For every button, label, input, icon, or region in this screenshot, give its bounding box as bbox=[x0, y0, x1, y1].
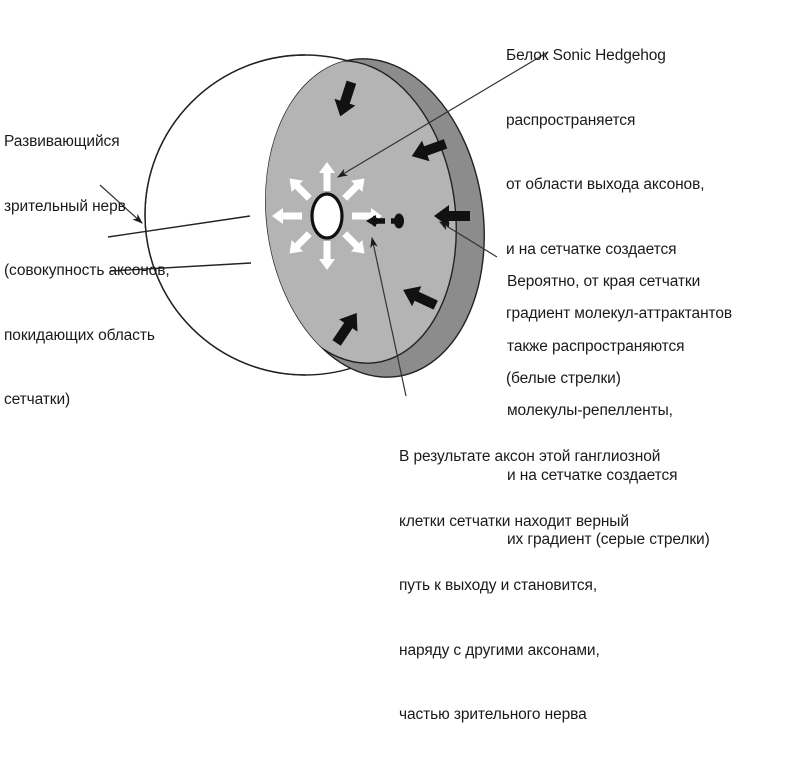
gray-repellent-arrows bbox=[332, 80, 470, 346]
ganglion-cell-body bbox=[394, 213, 404, 229]
shh-gradient-caption: Белок Sonic Hedgehog распространяется от… bbox=[506, 2, 732, 432]
caption-line: Развивающийся bbox=[4, 133, 120, 150]
white-arrow-up-left bbox=[289, 178, 312, 201]
caption-line: покидающих область bbox=[4, 326, 155, 344]
caption-line: путь к выходу и становится, bbox=[399, 577, 598, 594]
caption-line: и на сетчатке создается bbox=[507, 466, 678, 484]
caption-line: градиент молекул-аттрактантов bbox=[506, 305, 733, 322]
caption-line: распространяется bbox=[506, 111, 636, 129]
caption-line: также распространяются bbox=[507, 337, 685, 355]
gray-arrow-upper-right bbox=[411, 139, 448, 162]
leader-optic-nerve bbox=[99, 184, 143, 224]
axon-pathfinding-caption: В результате аксон этой ганглиозной клет… bbox=[399, 403, 660, 769]
white-arrow-down-right bbox=[342, 231, 365, 254]
caption-line: клетки сетчатки находит верный bbox=[399, 512, 629, 530]
caption-line: сетчатки) bbox=[4, 391, 71, 408]
caption-line: Белок Sonic Hedgehog bbox=[506, 47, 666, 64]
eye-diagram bbox=[99, 51, 549, 397]
optic-disc bbox=[310, 192, 344, 240]
white-arrow-left bbox=[272, 208, 302, 224]
white-arrow-down-left bbox=[289, 231, 312, 254]
white-arrow-up-right bbox=[342, 178, 365, 201]
leader-result bbox=[370, 236, 407, 397]
figure-canvas: Белок Sonic Hedgehog распространяется от… bbox=[4, 2, 732, 723]
caption-line: зрительный нерв bbox=[4, 197, 126, 215]
optic-nerve-lines bbox=[107, 215, 252, 272]
caption-line: (белые стрелки) bbox=[506, 369, 621, 387]
caption-line: молекулы-репелленты, bbox=[507, 402, 673, 419]
gray-arrow-top bbox=[334, 80, 357, 117]
caption-line: от области выхода аксонов, bbox=[506, 176, 705, 193]
gray-arrow-bottom-left bbox=[332, 313, 358, 346]
leader-repellents bbox=[438, 221, 498, 258]
caption-line: Вероятно, от края сетчатки bbox=[507, 273, 701, 290]
leader-lines bbox=[99, 51, 549, 397]
optic-nerve-caption: Развивающийся зрительный нерв (совокупно… bbox=[4, 88, 170, 454]
eye-sphere-front-arc bbox=[144, 54, 306, 376]
caption-line: частью зрительного нерва bbox=[399, 706, 587, 723]
white-arrow-down bbox=[319, 241, 335, 270]
white-arrow-up bbox=[319, 162, 335, 191]
caption-line: и на сетчатке создается bbox=[506, 240, 677, 258]
caption-line: наряду с другими аксонами, bbox=[399, 641, 600, 659]
caption-line: В результате аксон этой ганглиозной bbox=[399, 448, 661, 465]
gray-arrow-lower-right bbox=[403, 286, 438, 310]
leader-shh bbox=[336, 51, 549, 178]
caption-line: (совокупность аксонов, bbox=[4, 262, 170, 279]
ganglion-cell-axon bbox=[366, 213, 404, 229]
